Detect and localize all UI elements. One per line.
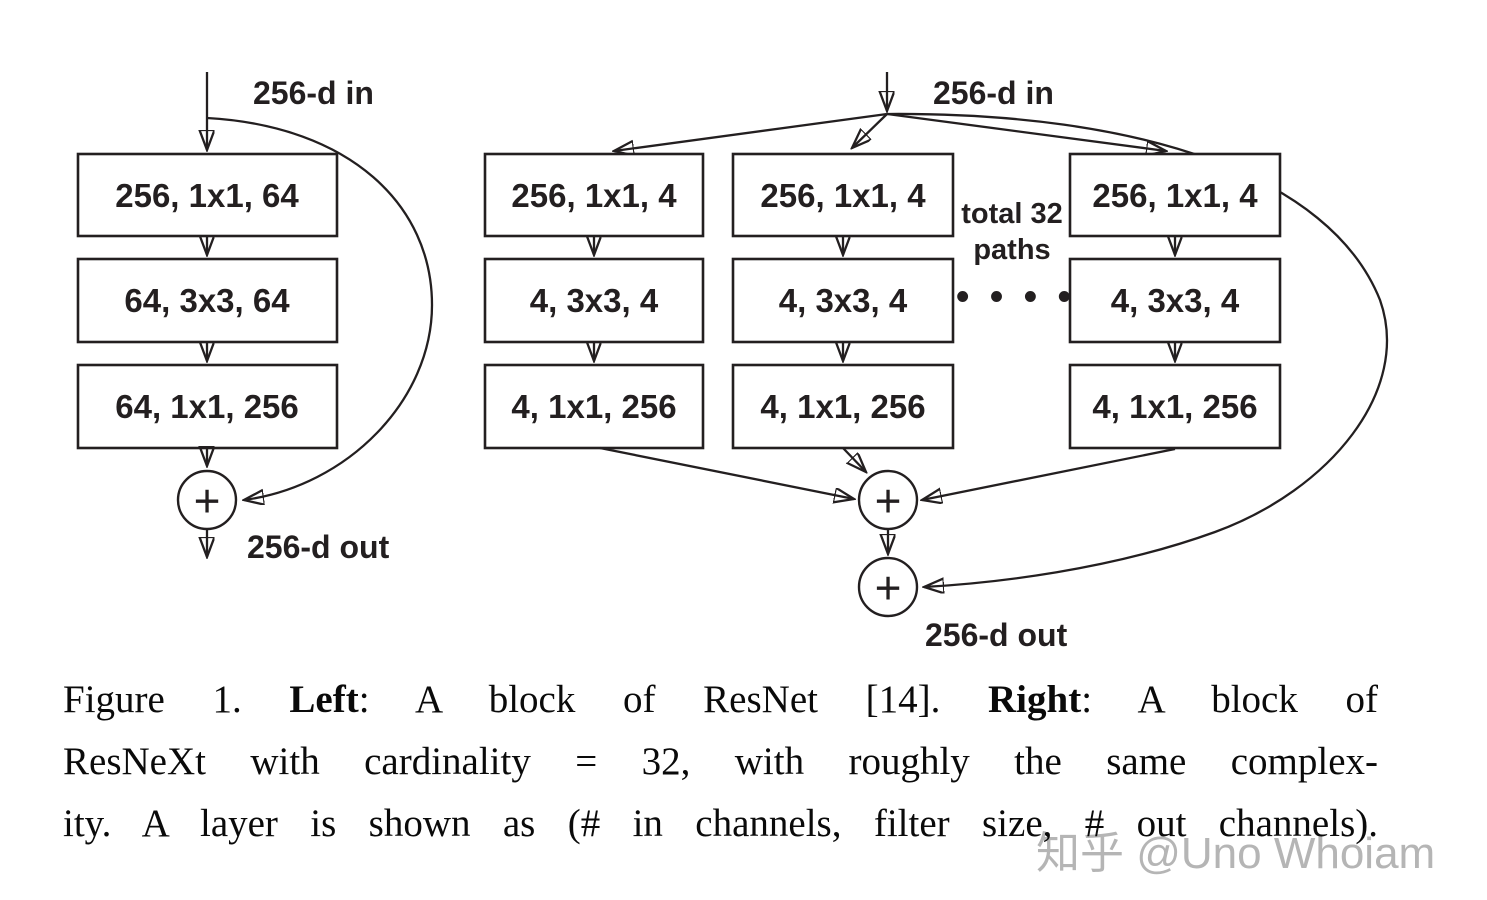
conv-box-label: 4, 3x3, 4	[530, 282, 659, 319]
caption-left-text: : A block of ResNet [14].	[358, 678, 988, 721]
sum-node	[857, 556, 919, 618]
caption-right-keyword: Right	[988, 678, 1082, 721]
resnet-block: 256-d in 256, 1x1, 64 64, 3x3, 64 64, 1x…	[76, 72, 434, 565]
conv-box-label: 256, 1x1, 4	[760, 177, 926, 214]
caption-right-text: : A block of	[1081, 678, 1378, 721]
skip-connection-curve	[206, 116, 434, 500]
conv-box-label: 4, 3x3, 4	[779, 282, 908, 319]
skip-connection-curve	[886, 112, 1389, 587]
input-label: 256-d in	[253, 75, 374, 111]
watermark: 知乎 @Uno Whoiam	[1036, 829, 1436, 878]
input-label: 256-d in	[933, 75, 1054, 111]
conv-box-label: 256, 1x1, 4	[511, 177, 677, 214]
sum-node	[176, 469, 238, 531]
conv-box	[1068, 363, 1282, 450]
caption-line-2: ResNeXt with cardinality = 32, with roug…	[63, 740, 1378, 783]
conv-box-label: 4, 1x1, 256	[511, 388, 676, 425]
resnet-resnext-block-diagram: 256-d in 256, 1x1, 64 64, 3x3, 64 64, 1x…	[76, 72, 1389, 653]
conv-box	[76, 152, 339, 238]
plus-icon: +	[875, 562, 902, 614]
caption-left-keyword: Left	[289, 678, 359, 721]
merge-arrow-path1	[599, 446, 854, 499]
paths-note-line1: total 32	[961, 198, 1063, 230]
conv-box-label: 4, 3x3, 4	[1111, 282, 1240, 319]
plus-icon: +	[194, 475, 221, 527]
conv-box	[731, 363, 955, 450]
conv-box-label: 256, 1x1, 4	[1092, 177, 1258, 214]
conv-box-label: 64, 1x1, 256	[115, 388, 299, 425]
conv-box-label: 4, 1x1, 256	[1092, 388, 1257, 425]
plus-icon: +	[875, 475, 902, 527]
caption-line-1: Figure 1. Left: A block of ResNet [14]. …	[63, 669, 1378, 731]
conv-box	[76, 363, 339, 450]
branch-arrow-path3	[886, 112, 1166, 151]
conv-box-label: 64, 3x3, 64	[124, 282, 290, 319]
output-label: 256-d out	[925, 617, 1068, 653]
branch-arrow-path1	[614, 112, 888, 151]
output-label: 256-d out	[247, 529, 390, 565]
ellipsis-dots-icon: • • • •	[956, 276, 1076, 318]
conv-box	[483, 363, 705, 450]
caption-figure-label: Figure 1.	[63, 678, 290, 721]
merge-arrow-path3	[922, 447, 1176, 500]
paths-note-line2: paths	[973, 234, 1050, 266]
conv-box	[76, 257, 339, 344]
caption-line-3: ity. A layer is shown as (# in channels,…	[63, 802, 1378, 845]
resnext-block: 256-d in 256, 1x1, 4 4, 3x3, 4 4, 1x1, 2…	[483, 72, 1389, 653]
figure-caption: Figure 1. Left: A block of ResNet [14]. …	[63, 669, 1378, 855]
conv-box-label: 4, 1x1, 256	[760, 388, 925, 425]
branch-arrow-path2	[852, 113, 888, 148]
conv-box-label: 256, 1x1, 64	[115, 177, 299, 214]
conv-box	[1068, 257, 1282, 344]
conv-box	[483, 257, 705, 344]
sum-node	[857, 469, 919, 531]
merge-arrow-path2	[842, 447, 866, 472]
